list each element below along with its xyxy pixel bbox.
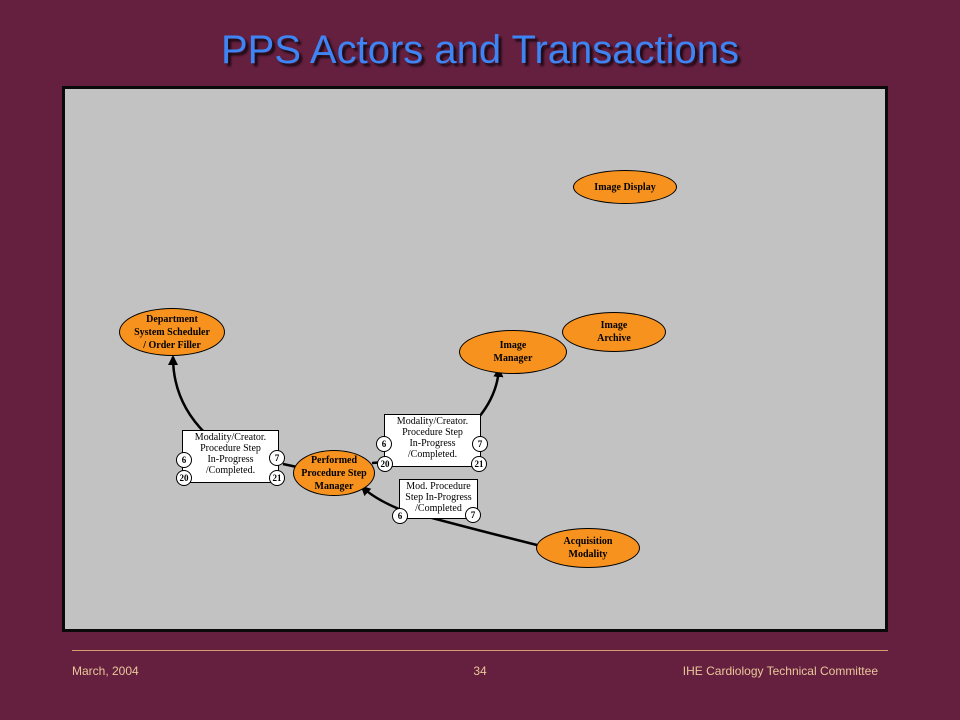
- actor-image-display[interactable]: Image Display: [573, 170, 677, 204]
- transaction-box-modality: Mod. Procedure Step In-Progress /Complet…: [399, 479, 478, 519]
- transaction-number: 20: [377, 456, 393, 472]
- transaction-number: 7: [269, 450, 285, 466]
- slide-title: PPS Actors and Transactions: [220, 28, 740, 72]
- transaction-number: 21: [471, 456, 487, 472]
- actor-acquisition-modality[interactable]: Acquisition Modality: [536, 528, 640, 568]
- transaction-box-left: Modality/Creator. Procedure Step In-Prog…: [182, 430, 279, 483]
- arrow-to-order-filler: [168, 355, 206, 434]
- arrow-to-image-manager: [478, 367, 504, 418]
- actor-dss-order-filler[interactable]: Department System Scheduler / Order Fill…: [119, 308, 225, 356]
- transaction-number: 6: [376, 436, 392, 452]
- footer-divider: [72, 650, 888, 651]
- actor-image-archive[interactable]: Image Archive: [562, 312, 666, 352]
- diagram-panel: Image Display Image Archive Image Manage…: [62, 86, 888, 632]
- transaction-number: 21: [269, 470, 285, 486]
- transaction-number: 6: [392, 508, 408, 524]
- footer-page-number: 34: [473, 664, 487, 678]
- footer-date: March, 2004: [72, 664, 139, 678]
- footer-committee: IHE Cardiology Technical Committee: [682, 664, 878, 678]
- transaction-number: 7: [472, 436, 488, 452]
- transaction-number: 7: [465, 507, 481, 523]
- transaction-number: 20: [176, 470, 192, 486]
- actor-image-manager[interactable]: Image Manager: [459, 330, 567, 374]
- transaction-box-right: Modality/Creator. Procedure Step In-Prog…: [384, 414, 481, 467]
- transaction-number: 6: [176, 452, 192, 468]
- actor-pps-manager[interactable]: Performed Procedure Step Manager: [293, 450, 375, 496]
